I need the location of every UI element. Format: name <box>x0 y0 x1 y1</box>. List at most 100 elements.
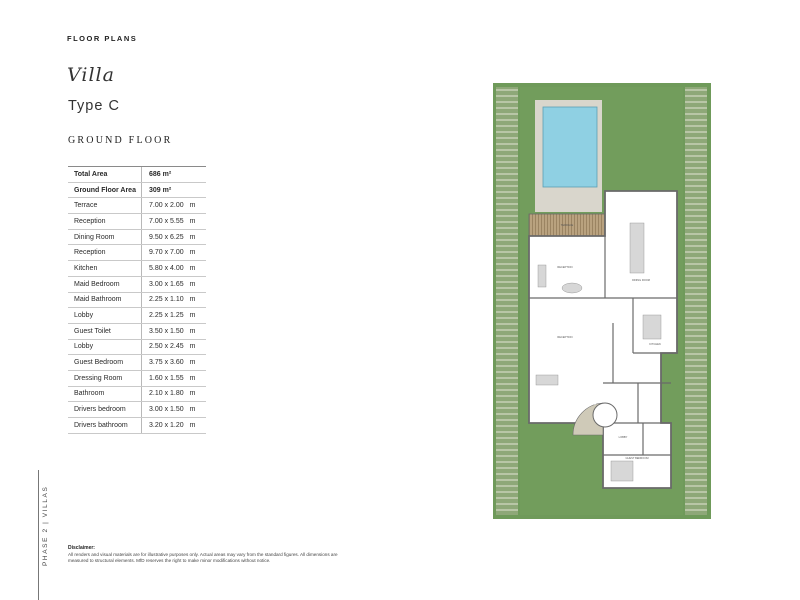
room-unit: m <box>189 264 196 272</box>
table-row: Bathroom 2.10 x 1.80 m <box>68 386 206 403</box>
room-label: Reception <box>74 217 106 225</box>
room-dims: 2.25 x 1.10 <box>149 296 184 304</box>
table-row: Maid Bathroom 2.25 x 1.10 m <box>68 292 206 309</box>
room-label: Bathroom <box>74 390 105 398</box>
area-label: Total Area <box>74 170 108 178</box>
room-label: Kitchen <box>74 264 98 272</box>
room-label: Dressing Room <box>74 374 123 382</box>
table-row: Ground Floor Area 309 m² <box>68 182 206 199</box>
disclaimer-heading: Disclaimer: <box>68 545 95 551</box>
plan-label-kitchen: KITCHEN <box>649 342 661 346</box>
area-value: 309 m² <box>141 182 206 198</box>
page-section-title: FLOOR PLANS <box>67 34 138 43</box>
room-unit: m <box>189 359 196 367</box>
table-row: Reception 9.70 x 7.00 m <box>68 245 206 262</box>
kitchen-island <box>642 314 662 340</box>
villa-script-title: Villa <box>67 64 115 86</box>
room-unit: m <box>189 421 196 429</box>
sofa-left <box>537 264 547 288</box>
room-unit: m <box>189 233 196 241</box>
side-divider <box>38 470 39 600</box>
plan-watermark: pf <box>593 385 609 405</box>
room-dims: 5.80 x 4.00 <box>149 264 184 272</box>
plan-label-reception-1: RECEPTION <box>557 265 572 269</box>
room-label: Terrace <box>74 202 98 210</box>
plan-label-dining: DINING ROOM <box>632 278 650 282</box>
room-dims-cell: 3.75 x 3.60 m <box>141 355 206 370</box>
room-dims-cell: 3.20 x 1.20 m <box>141 418 206 433</box>
room-unit: m <box>189 390 196 398</box>
area-label: Ground Floor Area <box>74 186 136 194</box>
room-unit: m <box>189 327 196 335</box>
room-label: Maid Bedroom <box>74 280 120 288</box>
area-table: Total Area 686 m² Ground Floor Area 309 … <box>68 166 206 434</box>
table-row: Drivers bedroom 3.00 x 1.50 m <box>68 402 206 418</box>
room-label: Reception <box>74 249 106 257</box>
plan-label-terrace: TERRACE <box>561 223 574 227</box>
room-dims-cell: 3.50 x 1.50 m <box>141 323 206 339</box>
room-dims: 3.50 x 1.50 <box>149 327 184 335</box>
room-dims: 7.00 x 5.55 <box>149 217 184 225</box>
room-unit: m <box>189 296 196 304</box>
pool <box>542 106 598 188</box>
room-dims-cell: 9.70 x 7.00 m <box>141 245 206 261</box>
room-dims: 2.50 x 2.45 <box>149 343 184 351</box>
room-dims: 1.60 x 1.55 <box>149 374 184 382</box>
room-dims: 7.00 x 2.00 <box>149 202 184 210</box>
room-label: Drivers bedroom <box>74 406 126 414</box>
room-dims-cell: 2.10 x 1.80 m <box>141 386 206 402</box>
disclaimer: Disclaimer: All renders and visual mater… <box>68 545 348 564</box>
room-unit: m <box>189 406 196 414</box>
villa-type-title: Type C <box>68 98 120 114</box>
room-dims: 2.25 x 1.25 <box>149 312 184 320</box>
room-unit: m <box>189 312 196 320</box>
side-label: PHASE 2 | VILLAS <box>42 485 49 566</box>
room-dims-cell: 2.25 x 1.10 m <box>141 292 206 308</box>
table-row: Terrace 7.00 x 2.00 m <box>68 198 206 215</box>
room-dims: 3.75 x 3.60 <box>149 359 184 367</box>
entrance-lobby-circle <box>592 402 618 428</box>
plan-label-reception-2: RECEPTION <box>557 335 572 339</box>
plan-label-guest-bedroom: GUEST BEDROOM <box>625 456 648 460</box>
room-dims-cell: 3.00 x 1.65 m <box>141 276 206 292</box>
room-dims: 9.70 x 7.00 <box>149 249 184 257</box>
area-value: 686 m² <box>141 167 206 182</box>
room-dims-cell: 1.60 x 1.55 m <box>141 370 206 386</box>
room-dims-cell: 9.50 x 6.25 m <box>141 229 206 245</box>
dining-table <box>629 222 645 274</box>
table-row: Total Area 686 m² <box>68 167 206 183</box>
room-unit: m <box>189 374 196 382</box>
room-dims: 3.00 x 1.65 <box>149 280 184 288</box>
room-dims-cell: 2.25 x 1.25 m <box>141 308 206 323</box>
room-dims: 9.50 x 6.25 <box>149 233 184 241</box>
table-row: Kitchen 5.80 x 4.00 m <box>68 261 206 277</box>
room-dims: 3.00 x 1.50 <box>149 406 184 414</box>
table-row: Guest Bedroom 3.75 x 3.60 m <box>68 355 206 371</box>
hedge-right <box>685 87 707 515</box>
room-label: Maid Bathroom <box>74 296 122 304</box>
floor-label: GROUND FLOOR <box>68 135 173 146</box>
table-row: Guest Toilet 3.50 x 1.50 m <box>68 323 206 340</box>
coffee-table <box>561 282 583 294</box>
room-label: Guest Toilet <box>74 327 111 335</box>
room-dims: 2.10 x 1.80 <box>149 390 184 398</box>
room-label: Lobby <box>74 343 94 351</box>
table-row: Maid Bedroom 3.00 x 1.65 m <box>68 276 206 293</box>
room-unit: m <box>189 202 196 210</box>
sofa-lower <box>535 374 559 386</box>
table-row: Dressing Room 1.60 x 1.55 m <box>68 370 206 387</box>
room-dims: 3.20 x 1.20 <box>149 421 184 429</box>
room-label: Guest Bedroom <box>74 359 124 367</box>
guest-bed <box>610 460 634 482</box>
room-dims-cell: 7.00 x 2.00 m <box>141 198 206 214</box>
room-unit: m <box>189 249 196 257</box>
room-unit: m <box>189 280 196 288</box>
room-dims-cell: 3.00 x 1.50 m <box>141 402 206 417</box>
